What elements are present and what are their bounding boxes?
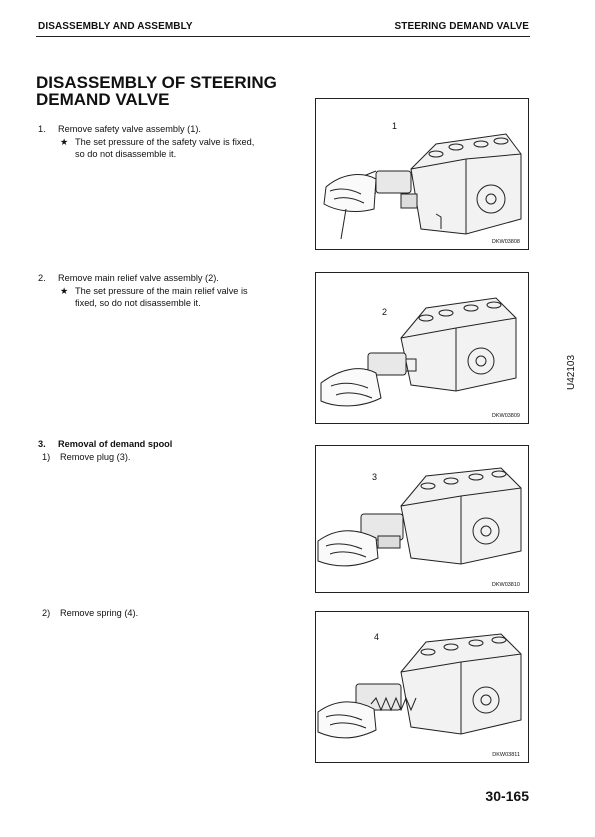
step-1-note-line-1: The set pressure of the safety valve is …: [75, 137, 255, 147]
step-3-text: Removal of demand spool: [58, 439, 173, 449]
figure-2-code: DKW03809: [491, 413, 520, 419]
page-title-line-2: DEMAND VALVE: [36, 90, 170, 109]
step-2: 2. Remove main relief valve assembly (2)…: [38, 272, 308, 286]
note-star-icon: ★: [60, 286, 69, 296]
step-3-sub-1-number: 1): [42, 452, 51, 462]
step-3-sub-2-number: 2): [42, 608, 51, 618]
header-left: DISASSEMBLY AND ASSEMBLY: [38, 21, 193, 32]
figure-1: 1 DKW03808: [315, 98, 529, 250]
figure-2: 2 DKW03809: [315, 272, 529, 424]
figure-4: 4 DKW03811: [315, 611, 529, 763]
note-star-icon: ★: [60, 137, 69, 147]
figure-3-callout: 3: [372, 472, 378, 482]
step-1-note-line-2: so do not disassemble it.: [75, 149, 177, 159]
step-3: 3. Removal of demand spool: [38, 438, 308, 452]
step-3-sub-2: 2) Remove spring (4).: [42, 607, 302, 621]
figure-4-illustration: [317, 633, 522, 739]
figure-1-illustration: [323, 133, 522, 240]
step-1-note: ★ The set pressure of the safety valve i…: [60, 136, 310, 162]
header-rule: [36, 36, 530, 37]
figure-2-callout: 2: [382, 307, 388, 317]
side-code: U42103: [566, 354, 577, 390]
step-3-sub-1: 1) Remove plug (3).: [42, 451, 302, 465]
step-2-text: Remove main relief valve assembly (2).: [58, 273, 219, 283]
step-3-number: 3.: [38, 439, 46, 449]
header-right: STEERING DEMAND VALVE: [394, 21, 529, 32]
figure-4-code: DKW03811: [492, 752, 520, 758]
step-2-number: 2.: [38, 273, 46, 283]
step-2-note: ★ The set pressure of the main relief va…: [60, 285, 310, 311]
figure-3-illustration: [317, 467, 522, 567]
figure-2-illustration: [320, 297, 517, 407]
figure-4-callout: 4: [374, 632, 380, 642]
step-1-text: Remove safety valve assembly (1).: [58, 124, 201, 134]
figure-3-code: DKW03810: [491, 582, 520, 588]
step-1-number: 1.: [38, 124, 46, 134]
page-title-line-1: DISASSEMBLY OF STEERING: [36, 73, 277, 92]
step-1: 1. Remove safety valve assembly (1).: [38, 123, 308, 137]
page-number: 30-165: [485, 788, 529, 804]
figure-3: 3 DKW03810: [315, 445, 529, 593]
step-2-note-line-1: The set pressure of the main relief valv…: [75, 286, 248, 296]
step-3-sub-1-text: Remove plug (3).: [60, 452, 131, 462]
step-3-sub-2-text: Remove spring (4).: [60, 608, 139, 618]
page-title: DISASSEMBLY OF STEERING DEMAND VALVE: [36, 74, 277, 108]
step-2-note-line-2: fixed, so do not disassemble it.: [75, 298, 201, 308]
figure-1-code: DKW03808: [491, 239, 520, 245]
figure-1-callout: 1: [392, 121, 398, 131]
